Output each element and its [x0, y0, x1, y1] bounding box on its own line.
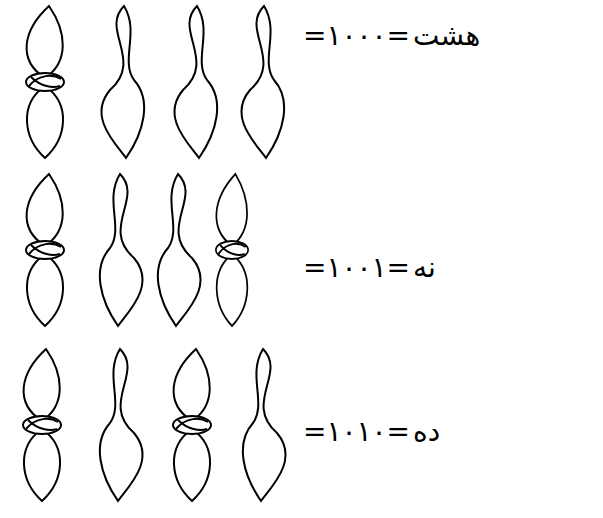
number-word: ده [413, 418, 440, 446]
row-nine [26, 174, 248, 326]
number-word: نه [413, 254, 436, 282]
binary-number: =۱۰۱۰= [303, 418, 410, 446]
binary-number: =۱۰۰۱= [303, 254, 410, 282]
row-ten [23, 349, 286, 501]
binary-number: =۱۰۰۰= [303, 22, 410, 50]
row-eight [26, 6, 284, 158]
number-word: هشت [413, 22, 480, 50]
